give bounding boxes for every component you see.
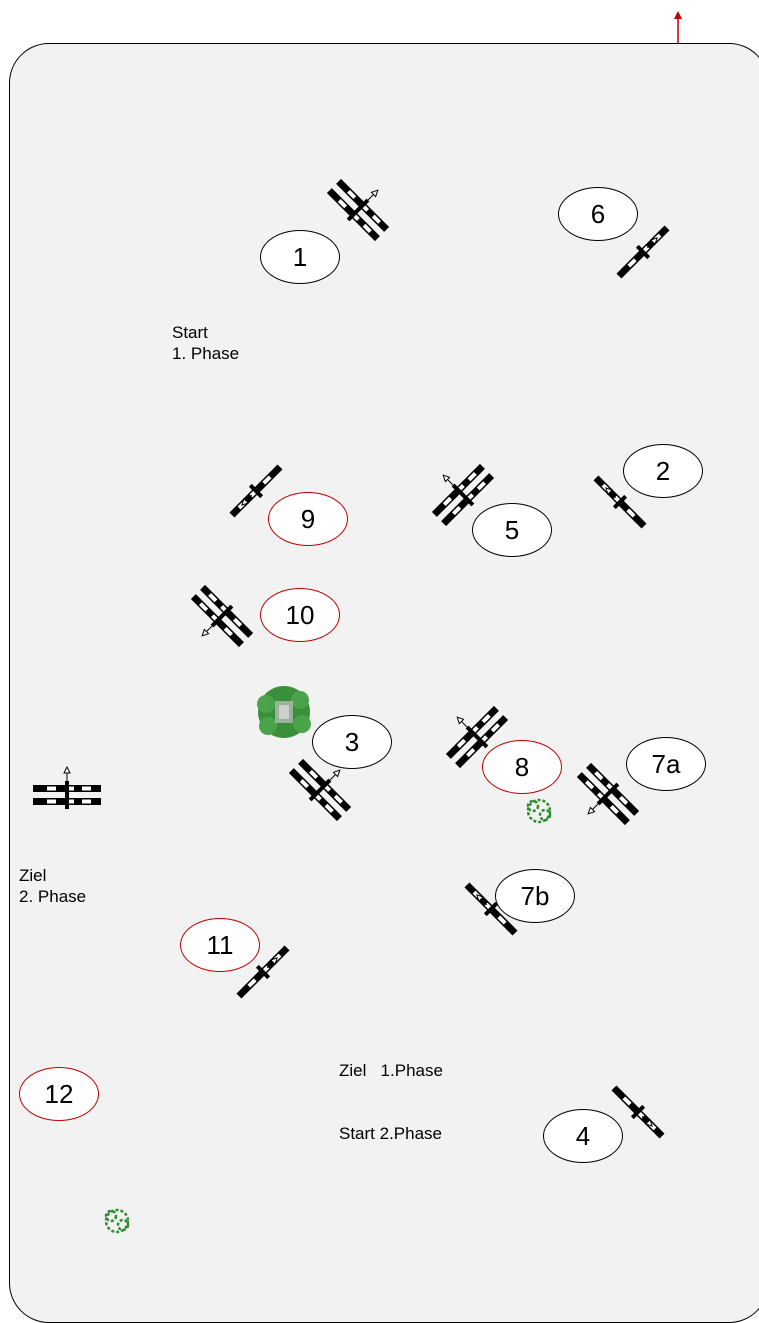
finish-phase2-label: Ziel 2. Phase bbox=[19, 865, 86, 907]
obstacle-number-3: 3 bbox=[312, 715, 392, 769]
jump-obstacle-icon bbox=[27, 755, 107, 835]
obstacle-number-2: 2 bbox=[623, 444, 703, 498]
jump-obstacle-icon bbox=[318, 170, 398, 250]
bush-icon bbox=[99, 1205, 135, 1237]
finish1-start2-label: Ziel 1.Phase Start 2.Phase bbox=[339, 1018, 443, 1165]
bush-icon bbox=[521, 795, 557, 827]
finish-label: Ziel bbox=[19, 865, 86, 886]
obstacle-number-7a: 7a bbox=[626, 737, 706, 791]
obstacle-number-12: 12 bbox=[19, 1067, 99, 1121]
phase2-label: 2. Phase bbox=[19, 886, 86, 907]
obstacle-number-10: 10 bbox=[260, 588, 340, 642]
jump-obstacle-icon bbox=[182, 576, 262, 656]
obstacle-number-9: 9 bbox=[268, 492, 348, 546]
obstacle-number-6: 6 bbox=[558, 187, 638, 241]
start-phase2-label: Start 2.Phase bbox=[339, 1123, 443, 1144]
obstacle-number-1: 1 bbox=[260, 230, 340, 284]
obstacle-number-11: 11 bbox=[180, 918, 260, 972]
obstacle-number-5: 5 bbox=[472, 503, 552, 557]
obstacle-number-7b: 7b bbox=[495, 869, 575, 923]
obstacle-number-4: 4 bbox=[543, 1109, 623, 1163]
start-phase1-label: Start 1. Phase bbox=[172, 322, 239, 364]
tree-icon bbox=[254, 682, 314, 742]
phase1-label: 1. Phase bbox=[172, 343, 239, 364]
start-label: Start bbox=[172, 322, 239, 343]
finish-phase1-label: Ziel 1.Phase bbox=[339, 1060, 443, 1081]
obstacle-number-8: 8 bbox=[482, 740, 562, 794]
